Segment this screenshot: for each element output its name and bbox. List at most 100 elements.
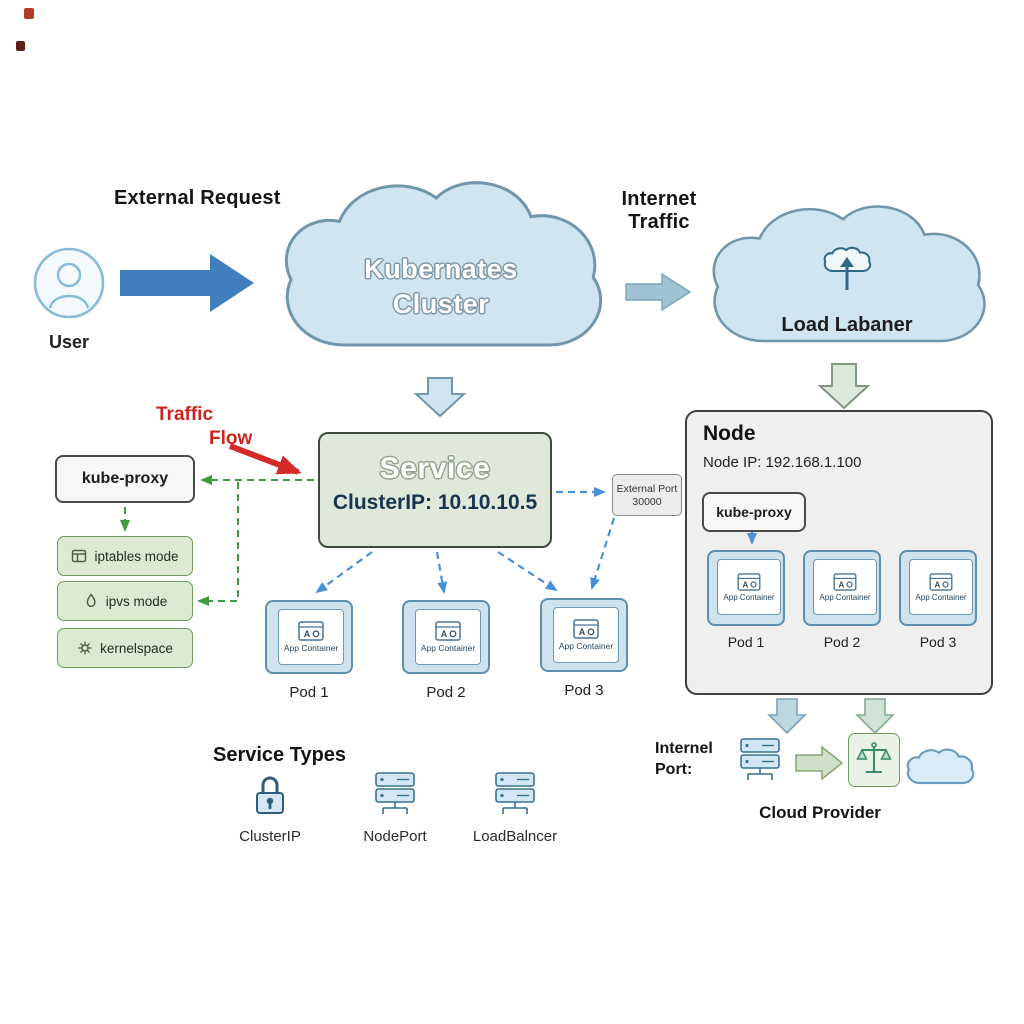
- pod-label: Pod 2: [823, 634, 861, 650]
- app-window-icon: A: [298, 621, 324, 641]
- pod-1: A App Container Pod 1: [265, 600, 353, 704]
- app-window-icon: A: [435, 621, 461, 641]
- cluster-down-arrow: [413, 377, 467, 418]
- node-ip: Node IP: 192.168.1.100: [703, 454, 862, 471]
- cloud-shape: [712, 205, 986, 343]
- node-pod-1: A App Container Pod 1: [707, 550, 785, 650]
- pod-label: Pod 1: [289, 684, 329, 701]
- internal-port-line2: Port:: [655, 761, 693, 778]
- node-kube-proxy-box: kube-proxy: [702, 492, 806, 532]
- service-type-clusterip-label: ClusterIP: [239, 828, 301, 845]
- traffic-flow-line1: Traffic: [156, 404, 214, 425]
- cloud-icon: [906, 748, 975, 785]
- app-container-box: A App Container: [909, 559, 973, 615]
- app-container-label: App Container: [558, 641, 614, 651]
- node-title: Node: [703, 422, 756, 445]
- app-container-box: A App Container: [553, 607, 619, 663]
- svg-text:A: A: [579, 627, 586, 637]
- svg-text:A: A: [934, 580, 940, 589]
- internal-port-line1: Internel: [655, 740, 713, 757]
- service-to-pod3-dashed: [497, 551, 558, 592]
- app-window-icon: A: [929, 572, 953, 591]
- service-cluster-ip: ClusterIP: 10.10.10.5: [332, 491, 538, 514]
- app-container-label: App Container: [819, 592, 871, 602]
- service-type-nodeport-label: NodePort: [363, 828, 427, 845]
- external-port-to-pod3-dashed: [590, 517, 616, 590]
- service-box: Service ClusterIP: 10.10.10.5: [318, 432, 552, 548]
- service-type-loadbalancer-label: LoadBalncer: [472, 828, 558, 845]
- load-balancer-label: Load Labaner: [781, 314, 913, 336]
- ipvs-mode-label: ipvs mode: [105, 593, 168, 609]
- app-container-label: App Container: [283, 643, 339, 653]
- kernelspace-label: kernelspace: [100, 640, 173, 656]
- pod-box: A App Container: [803, 550, 881, 626]
- external-port-box: External Port 30000: [612, 474, 682, 516]
- internet-traffic-line2: Traffic: [628, 211, 690, 233]
- app-container-label: App Container: [420, 643, 476, 653]
- node-kube-proxy-label: kube-proxy: [716, 504, 792, 520]
- app-container-label: App Container: [723, 592, 775, 602]
- internet-traffic-arrow: [625, 272, 692, 312]
- pod-box: A App Container: [265, 600, 353, 674]
- artifact-mark: [16, 41, 25, 51]
- pod-box: A App Container: [402, 600, 490, 674]
- cluster-title-line1: Kubernates: [364, 254, 518, 284]
- node-bottom-arrow-1: [767, 698, 807, 735]
- cluster-title-line2: Cluster: [392, 289, 490, 319]
- pod-label: Pod 3: [564, 682, 604, 699]
- pod-label: Pod 2: [426, 684, 466, 701]
- app-container-box: A App Container: [278, 609, 344, 665]
- cloud-upload-icon: [823, 246, 872, 290]
- internal-port-label: Internel Port:: [655, 738, 713, 780]
- external-port-name: External Port: [616, 482, 678, 495]
- node-box: Node Node IP: 192.168.1.100 kube-proxy A…: [685, 410, 993, 695]
- kube-proxy-box: kube-proxy: [55, 455, 195, 503]
- pod-label: Pod 1: [727, 634, 765, 650]
- app-window-icon: A: [573, 619, 599, 639]
- iptables-mode-box: iptables mode: [57, 536, 193, 576]
- ipvs-mode-box: ipvs mode: [57, 581, 193, 621]
- server-icon: [740, 738, 780, 780]
- kube-proxy-label: kube-proxy: [81, 470, 169, 487]
- cloud-shape: [284, 181, 603, 347]
- app-container-box: A App Container: [717, 559, 781, 615]
- app-container-box: A App Container: [415, 609, 481, 665]
- internet-traffic-line1: Internet: [621, 188, 697, 210]
- external-request-label: External Request: [114, 187, 281, 209]
- table-icon: [72, 549, 87, 563]
- node-pod-3: A App Container Pod 3: [899, 550, 977, 650]
- svg-text:A: A: [742, 580, 748, 589]
- user-to-cluster-arrow: [120, 254, 254, 312]
- kernelspace-box: kernelspace: [57, 628, 193, 668]
- flame-icon: [86, 593, 96, 607]
- provider-right-arrow: [795, 745, 844, 781]
- gear-icon: [78, 641, 92, 655]
- user-icon: [33, 247, 105, 319]
- server-icon: [375, 772, 415, 814]
- cluster-title: Kubernates Cluster: [268, 252, 614, 322]
- service-to-pod2-dashed: [435, 551, 448, 594]
- load-balancer-scales-box: [848, 733, 900, 787]
- iptables-mode-label: iptables mode: [94, 548, 179, 564]
- service-to-pod1-dashed: [315, 551, 373, 594]
- pod-box: A App Container: [540, 598, 628, 672]
- scales-icon: [856, 742, 892, 773]
- svg-text:A: A: [304, 629, 311, 639]
- service-title: Service: [379, 452, 491, 485]
- app-window-icon: A: [833, 572, 857, 591]
- traffic-flow-line2: Flow: [209, 428, 253, 449]
- service-to-ipvs-dashed: [197, 482, 239, 606]
- lb-down-arrow: [817, 363, 871, 410]
- app-window-icon: A: [737, 572, 761, 591]
- node-bottom-arrow-2: [855, 698, 895, 735]
- user-label: User: [48, 332, 90, 352]
- app-container-box: A App Container: [813, 559, 877, 615]
- service-types-title: Service Types: [213, 744, 347, 766]
- pod-box: A App Container: [899, 550, 977, 626]
- pod-box: A App Container: [707, 550, 785, 626]
- lock-icon: [256, 776, 284, 814]
- svg-text:A: A: [441, 629, 448, 639]
- node-pod-2: A App Container Pod 2: [803, 550, 881, 650]
- pod-label: Pod 3: [919, 634, 957, 650]
